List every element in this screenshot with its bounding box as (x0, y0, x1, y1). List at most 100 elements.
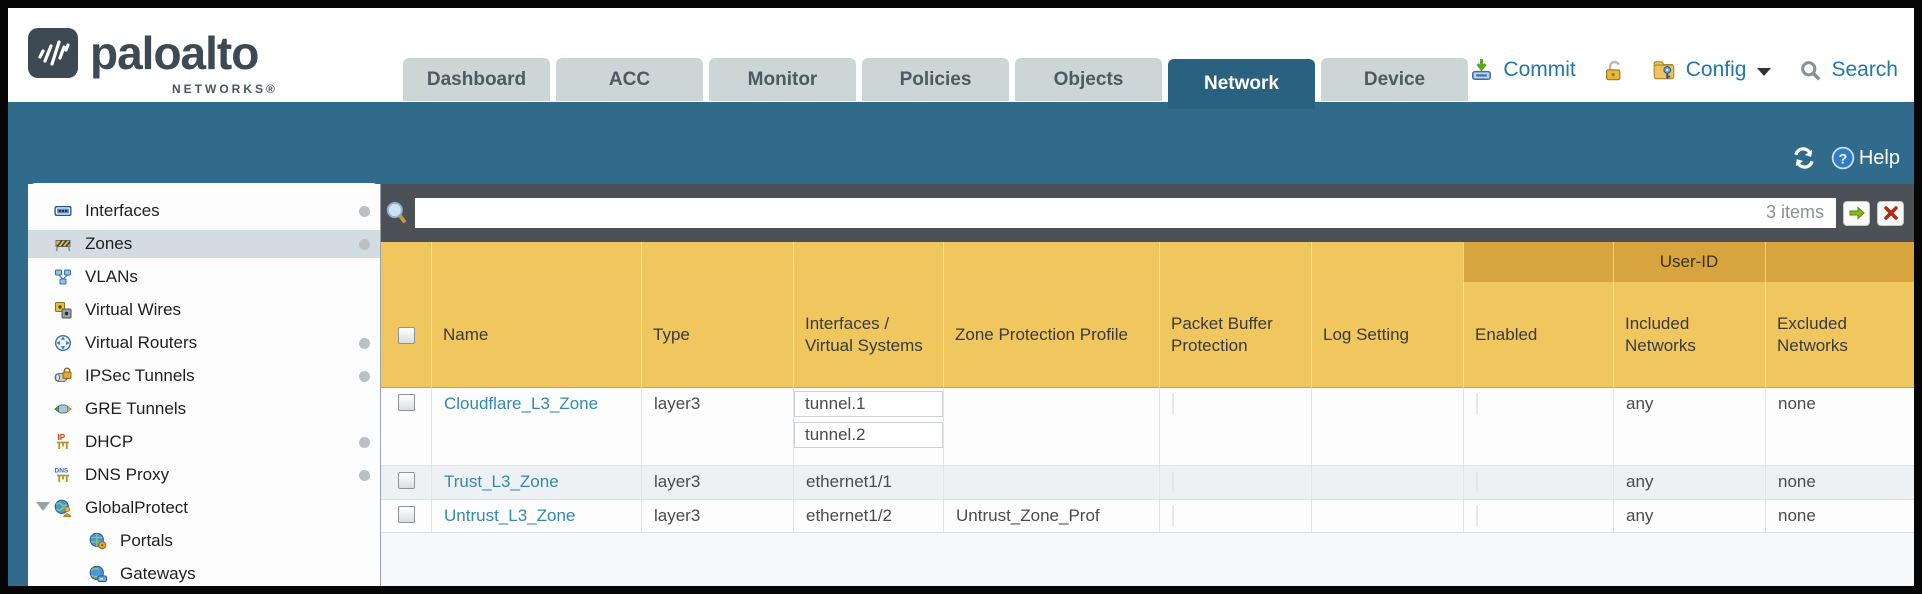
tab-acc[interactable]: ACC (556, 58, 703, 101)
filter-input[interactable] (415, 198, 1836, 228)
refresh-icon[interactable] (1791, 147, 1817, 169)
cell-interfaces: ethernet1/1 (793, 466, 943, 499)
sidebar-item-label: DHCP (85, 432, 134, 451)
apply-filter-button[interactable] (1843, 200, 1870, 226)
filter-toolbar: 3 items (381, 184, 1914, 242)
row-checkbox[interactable] (397, 394, 415, 411)
clear-filter-button[interactable] (1877, 200, 1904, 226)
select-all-checkbox[interactable] (397, 326, 415, 344)
virtual-wires-icon (53, 301, 73, 319)
col-header-log-setting[interactable]: Log Setting (1323, 324, 1410, 344)
interface-value: tunnel.1 (794, 391, 943, 417)
sidebar-item-globalprotect[interactable]: GlobalProtect (28, 494, 380, 522)
status-dot-icon (359, 470, 370, 481)
sidebar-item-label: Zones (85, 234, 133, 253)
interfaces-icon (53, 202, 73, 220)
row-checkbox[interactable] (397, 472, 415, 489)
col-header-type[interactable]: Type (653, 324, 690, 344)
sidebar-item-label: Virtual Routers (85, 333, 198, 352)
cell-enabled (1463, 466, 1613, 499)
sidebar-item-dhcp[interactable]: IP DHCP (28, 428, 380, 456)
sidebar-item-interfaces[interactable]: Interfaces (28, 197, 380, 225)
row-select-cell (381, 466, 431, 499)
interface-value: tunnel.2 (794, 422, 943, 448)
sidebar-item-label: GRE Tunnels (85, 399, 187, 418)
search-button[interactable]: Search (1831, 58, 1898, 81)
col-header-packet-buffer-protection[interactable]: Packet Buffer Protection (1171, 313, 1273, 355)
column-separator (1311, 242, 1312, 388)
cell-included-networks: any (1613, 466, 1765, 499)
zones-icon (53, 235, 73, 253)
col-header-excluded-networks[interactable]: Excluded Networks (1777, 313, 1848, 355)
packet-buffer-protection-checkbox (1172, 393, 1174, 414)
chevron-down-icon[interactable] (1757, 68, 1772, 76)
sidebar-item-virtual-wires[interactable]: Virtual Wires (28, 296, 380, 324)
dhcp-icon: IP (53, 433, 73, 451)
brand-sub-wordmark: NETWORKS® (172, 82, 278, 96)
cell-packet-buffer-protection (1159, 500, 1311, 532)
sidebar-item-label: Gateways (120, 564, 196, 583)
sidebar-item-label: IPSec Tunnels (85, 366, 195, 385)
svg-text:?: ? (1839, 151, 1848, 167)
tab-objects[interactable]: Objects (1015, 58, 1162, 101)
sidebar-item-zones[interactable]: Zones (28, 230, 380, 258)
column-separator (431, 242, 432, 388)
cell-enabled (1463, 500, 1613, 532)
sidebar-item-label: GlobalProtect (85, 498, 188, 517)
band-actions: ? Help (1791, 146, 1900, 170)
lock-icon[interactable] (1602, 59, 1625, 82)
header-actions: Commit Config (1469, 58, 1898, 82)
col-header-enabled[interactable]: Enabled (1475, 324, 1538, 344)
zone-name-link[interactable]: Cloudflare_L3_Zone (444, 394, 599, 413)
zone-name-link[interactable]: Untrust_L3_Zone (444, 506, 576, 525)
help-button[interactable]: ? Help (1831, 146, 1900, 170)
cell-log-setting (1311, 466, 1463, 499)
brand-wordmark: paloalto (90, 27, 259, 79)
commit-button[interactable]: Commit (1503, 58, 1576, 81)
sidebar-item-label: VLANs (85, 267, 138, 286)
sidebar-item-virtual-routers[interactable]: Virtual Routers (28, 329, 380, 357)
commit-icon (1469, 58, 1494, 82)
cell-zone-protection-profile (943, 388, 1159, 465)
col-header-interfaces-virtual-systems[interactable]: Interfaces / Virtual Systems (805, 313, 923, 355)
sidebar-item-label: Portals (120, 531, 173, 550)
row-select-cell (381, 500, 431, 532)
user-id-enabled-checkbox (1476, 471, 1478, 492)
status-dot-icon (359, 371, 370, 382)
column-separator (943, 242, 944, 388)
cell-zone-protection-profile (943, 466, 1159, 499)
row-checkbox[interactable] (397, 506, 415, 523)
col-header-included-networks[interactable]: Included Networks (1625, 313, 1696, 355)
sidebar-item-ipsec-tunnels[interactable]: IPSec Tunnels (28, 362, 380, 390)
tab-policies[interactable]: Policies (862, 58, 1009, 101)
sidebar-item-gre-tunnels[interactable]: GRE Tunnels (28, 395, 380, 423)
cell-log-setting (1311, 500, 1463, 532)
tab-monitor[interactable]: Monitor (709, 58, 856, 101)
expander-icon[interactable] (36, 502, 50, 511)
zone-name-link[interactable]: Trust_L3_Zone (444, 472, 559, 491)
cell-packet-buffer-protection (1159, 388, 1311, 465)
col-header-zone-protection-profile[interactable]: Zone Protection Profile (955, 324, 1128, 344)
tab-dashboard[interactable]: Dashboard (403, 58, 550, 101)
cell-type: layer3 (641, 500, 793, 532)
help-icon: ? (1831, 146, 1855, 170)
tab-network[interactable]: Network (1168, 59, 1315, 109)
sidebar-item-portals[interactable]: Portals (28, 527, 380, 555)
dns-proxy-icon: DNS (53, 466, 73, 484)
left-teal-strip (8, 102, 28, 586)
tab-device[interactable]: Device (1321, 58, 1468, 101)
cell-type: layer3 (641, 388, 793, 465)
sidebar-item-vlans[interactable]: VLANs (28, 263, 380, 291)
col-header-name[interactable]: Name (443, 324, 489, 344)
sidebar-item-label: Interfaces (85, 201, 160, 220)
cell-interfaces: tunnel.1 tunnel.2 (793, 388, 943, 465)
sidebar-item-label: Virtual Wires (85, 300, 182, 319)
config-button[interactable]: Config (1685, 58, 1747, 81)
vlans-icon (53, 268, 73, 286)
sidebar-item-gateways[interactable]: Gateways (28, 560, 380, 586)
